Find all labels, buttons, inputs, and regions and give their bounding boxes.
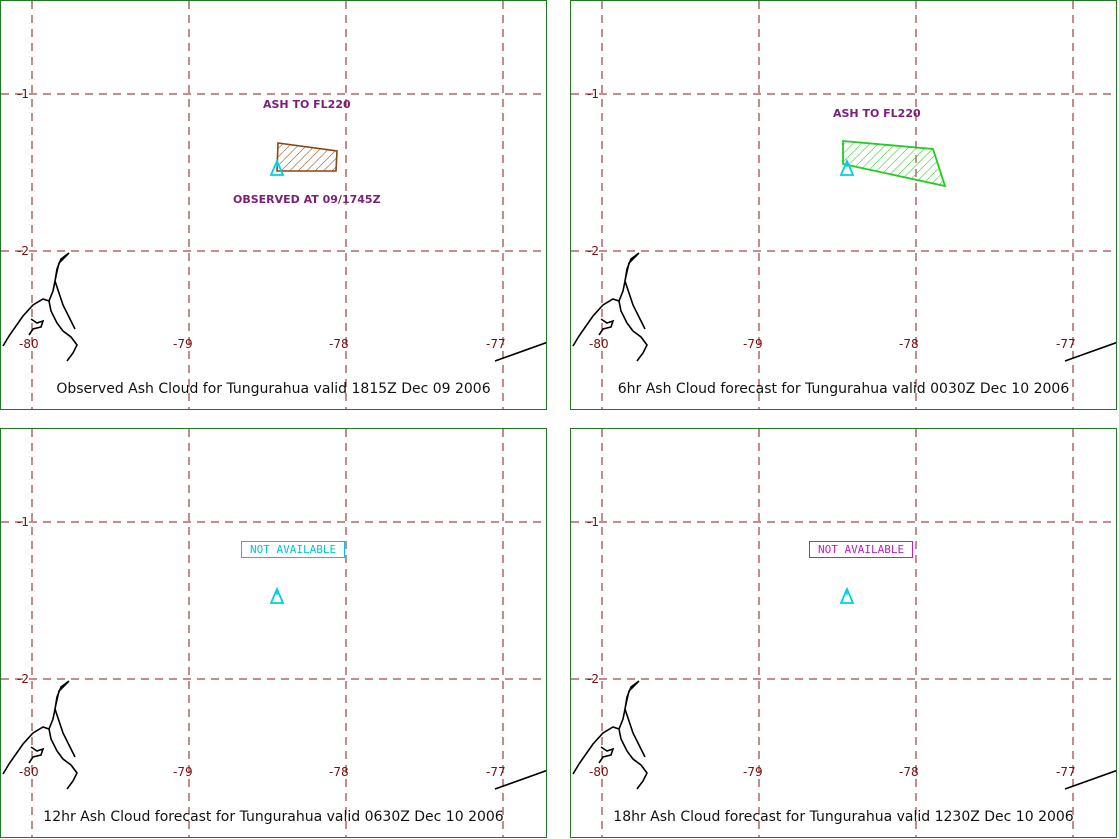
lon-label-79: -79 xyxy=(173,765,193,779)
lat-label-2: -2 xyxy=(587,672,599,686)
lat-label-2: -2 xyxy=(17,244,29,258)
lat-label-2: -2 xyxy=(587,244,599,258)
lat-label-1: -1 xyxy=(17,515,29,529)
annotation-observed-time: OBSERVED AT 09/1745Z xyxy=(233,193,381,206)
graticule xyxy=(571,429,1116,837)
lon-label-77: -77 xyxy=(1056,765,1076,779)
coastline-east xyxy=(1064,341,1116,362)
volcano-icon xyxy=(269,158,285,176)
graticule xyxy=(1,429,546,837)
lon-label-77: -77 xyxy=(1056,337,1076,351)
map-observed: -1 -2 -80 -79 -78 -77 ASH TO FL220 OBSER… xyxy=(1,1,546,409)
lon-label-78: -78 xyxy=(899,337,919,351)
panel-forecast-18hr: -1 -2 -80 -79 -78 -77 NOT AVAILABLE 18hr… xyxy=(570,428,1117,838)
lat-label-1: -1 xyxy=(587,515,599,529)
annotation-ash-level: ASH TO FL220 xyxy=(833,107,921,120)
lon-label-78: -78 xyxy=(329,765,349,779)
ash-cloud-observed xyxy=(276,142,338,172)
graticule xyxy=(1,1,546,409)
lon-label-77: -77 xyxy=(486,765,506,779)
coastline xyxy=(2,680,78,790)
ash-cloud-forecast xyxy=(842,140,947,188)
coastline-east xyxy=(494,341,546,362)
lon-label-78: -78 xyxy=(329,337,349,351)
panel-forecast-12hr: -1 -2 -80 -79 -78 -77 NOT AVAILABLE 12hr… xyxy=(0,428,547,838)
lat-label-2: -2 xyxy=(17,672,29,686)
not-available-badge: NOT AVAILABLE xyxy=(809,541,914,558)
volcano-icon xyxy=(839,158,855,176)
lon-label-79: -79 xyxy=(743,337,763,351)
lon-label-79: -79 xyxy=(173,337,193,351)
map-forecast-12hr: -1 -2 -80 -79 -78 -77 xyxy=(1,429,546,837)
panel-caption: 6hr Ash Cloud forecast for Tungurahua va… xyxy=(617,381,1070,397)
coastline xyxy=(572,680,648,790)
annotation-ash-level: ASH TO FL220 xyxy=(263,98,351,111)
lon-label-79: -79 xyxy=(743,765,763,779)
map-forecast-18hr: -1 -2 -80 -79 -78 -77 xyxy=(571,429,1116,837)
coastline xyxy=(572,252,648,362)
coastline xyxy=(2,252,78,362)
panel-caption: 18hr Ash Cloud forecast for Tungurahua v… xyxy=(613,809,1074,825)
volcano-icon xyxy=(269,586,285,604)
lon-label-80: -80 xyxy=(589,765,609,779)
lon-label-78: -78 xyxy=(899,765,919,779)
volcano-icon xyxy=(839,586,855,604)
graticule xyxy=(571,1,1116,409)
lon-label-80: -80 xyxy=(589,337,609,351)
coastline-east xyxy=(494,769,546,790)
lat-label-1: -1 xyxy=(587,87,599,101)
lon-label-80: -80 xyxy=(19,337,39,351)
coastline-east xyxy=(1064,769,1116,790)
panel-caption: 12hr Ash Cloud forecast for Tungurahua v… xyxy=(43,809,504,825)
panel-forecast-6hr: -1 -2 -80 -79 -78 -77 ASH TO FL220 6hr A… xyxy=(570,0,1117,410)
lon-label-80: -80 xyxy=(19,765,39,779)
map-forecast-6hr: -1 -2 -80 -79 -78 -77 ASH TO FL220 xyxy=(571,1,1116,409)
lon-label-77: -77 xyxy=(486,337,506,351)
not-available-badge: NOT AVAILABLE xyxy=(241,541,346,558)
panel-observed: -1 -2 -80 -79 -78 -77 ASH TO FL220 OBSER… xyxy=(0,0,547,410)
lat-label-1: -1 xyxy=(17,87,29,101)
panel-caption: Observed Ash Cloud for Tungurahua valid … xyxy=(56,381,491,397)
